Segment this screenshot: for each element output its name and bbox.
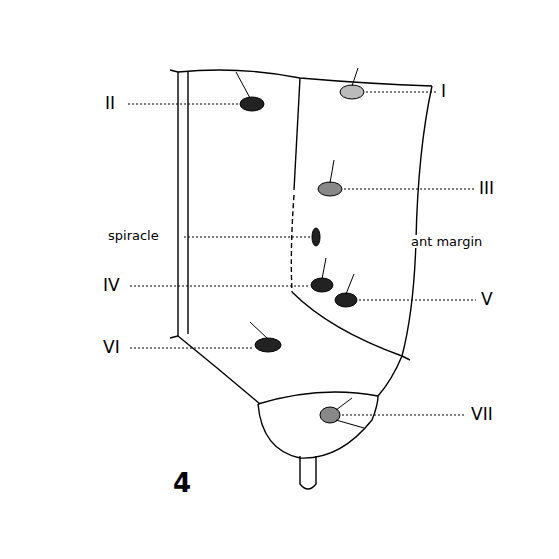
seta-number: VII bbox=[470, 406, 494, 423]
seta-number: IV bbox=[102, 277, 121, 294]
seta-number: V bbox=[480, 291, 494, 308]
seta-number: VI bbox=[102, 339, 121, 356]
figure-number: 4 bbox=[172, 470, 192, 496]
seta-number: I bbox=[440, 83, 447, 100]
part-name: spiracle bbox=[107, 229, 160, 242]
seta-number: III bbox=[478, 180, 495, 197]
seta-number: II bbox=[104, 95, 116, 112]
part-name: ant margin bbox=[410, 235, 483, 248]
